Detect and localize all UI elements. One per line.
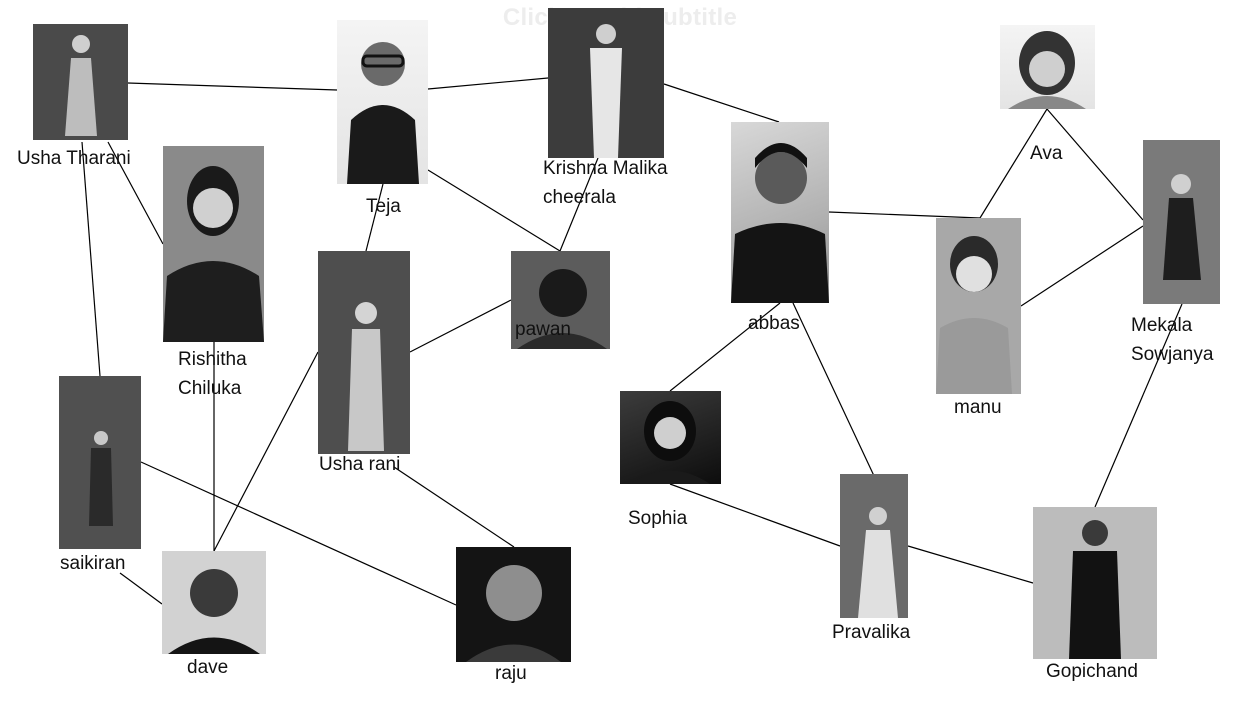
label-manu: manu xyxy=(954,393,1002,422)
connector-abbas-sophia[interactable] xyxy=(669,302,781,392)
person-silhouette-icon xyxy=(548,8,664,158)
label-sophia: Sophia xyxy=(628,504,687,533)
connector-manu-mekala[interactable] xyxy=(1020,225,1144,307)
person-silhouette-icon xyxy=(162,551,266,654)
connector-usha-tharani-rishitha[interactable] xyxy=(107,141,164,245)
photo-rishitha[interactable] xyxy=(163,146,264,342)
person-silhouette-icon xyxy=(318,251,410,454)
person-silhouette-icon xyxy=(731,143,829,303)
photo-raju[interactable] xyxy=(456,547,571,662)
photo-pravalika[interactable] xyxy=(840,474,908,618)
person-silhouette-icon xyxy=(163,146,264,342)
person-silhouette-icon xyxy=(1033,507,1157,659)
person-silhouette-icon xyxy=(456,547,571,662)
connector-saikiran-raju[interactable] xyxy=(140,461,457,606)
person-silhouette-icon xyxy=(630,401,710,484)
person-silhouette-icon xyxy=(59,376,141,549)
label-line: Sowjanya xyxy=(1131,344,1214,365)
connector-teja-krishna-malika[interactable] xyxy=(427,77,549,90)
label-line: Rishitha xyxy=(178,349,247,370)
label-pravalika: Pravalika xyxy=(832,618,910,647)
connector-abbas-pravalika[interactable] xyxy=(792,302,876,479)
photo-manu[interactable] xyxy=(936,218,1021,394)
label-line: dave xyxy=(187,657,229,678)
connector-sophia-pravalika[interactable] xyxy=(669,483,841,547)
photo-krishna-malika[interactable] xyxy=(548,8,664,158)
photo-usha-rani[interactable] xyxy=(318,251,410,454)
connector-usha-tharani-saikiran[interactable] xyxy=(81,141,101,377)
label-line: Chiluka xyxy=(178,378,242,399)
connector-saikiran-dave[interactable] xyxy=(119,572,163,605)
person-silhouette-icon xyxy=(511,251,610,349)
label-line: pawan xyxy=(515,319,571,340)
photo-sophia[interactable] xyxy=(620,391,721,484)
photo-teja[interactable] xyxy=(337,20,428,184)
connector-mekala-gopichand[interactable] xyxy=(1094,303,1183,508)
label-line: Pravalika xyxy=(832,622,911,643)
label-teja: Teja xyxy=(366,192,401,221)
person-silhouette-icon xyxy=(33,24,128,140)
connector-teja-usha-rani[interactable] xyxy=(365,183,384,252)
label-abbas: abbas xyxy=(748,309,800,338)
connector-usha-rani-raju[interactable] xyxy=(393,466,515,548)
connector-teja-pawan[interactable] xyxy=(427,169,561,252)
label-line: Ava xyxy=(1030,143,1063,164)
person-silhouette-icon xyxy=(840,474,908,618)
label-krishna-malika: Krishna Malika cheerala xyxy=(543,154,668,212)
connector-usha-tharani-teja[interactable] xyxy=(127,82,338,91)
photo-pawan[interactable] xyxy=(511,251,610,349)
label-line: saikiran xyxy=(60,553,126,574)
label-dave: dave xyxy=(187,653,228,682)
label-gopichand: Gopichand xyxy=(1046,657,1138,686)
connector-ava-mekala[interactable] xyxy=(1046,108,1144,221)
person-silhouette-icon xyxy=(1143,140,1220,304)
label-usha-rani: Usha rani xyxy=(319,450,400,479)
person-silhouette-icon xyxy=(1008,31,1086,109)
label-line: manu xyxy=(954,397,1002,418)
label-line: raju xyxy=(495,663,527,684)
photo-dave[interactable] xyxy=(162,551,266,654)
connector-abbas-manu[interactable] xyxy=(828,211,981,219)
label-line: Mekala xyxy=(1131,315,1193,336)
label-usha-tharani: Usha Tharani xyxy=(17,144,131,173)
connector-krishna-malika-abbas[interactable] xyxy=(663,83,780,123)
connector-pravalika-gopichand[interactable] xyxy=(907,545,1034,584)
connector-ava-manu[interactable] xyxy=(979,108,1048,219)
connector-usha-rani-pawan[interactable] xyxy=(409,299,512,353)
label-line: abbas xyxy=(748,313,800,334)
photo-saikiran[interactable] xyxy=(59,376,141,549)
connector-krishna-malika-pawan[interactable] xyxy=(559,157,599,252)
label-line: Sophia xyxy=(628,508,688,529)
label-line: Usha rani xyxy=(319,454,401,475)
person-silhouette-icon xyxy=(347,42,419,184)
label-saikiran: saikiran xyxy=(60,549,125,578)
label-ava: Ava xyxy=(1030,139,1062,168)
label-line: cheerala xyxy=(543,187,616,208)
label-pawan: pawan xyxy=(515,315,571,344)
photo-mekala[interactable] xyxy=(1143,140,1220,304)
label-line: Gopichand xyxy=(1046,661,1138,682)
label-line: Usha Tharani xyxy=(17,148,131,169)
photo-abbas[interactable] xyxy=(731,122,829,303)
label-line: Krishna Malika xyxy=(543,158,668,179)
photo-usha-tharani[interactable] xyxy=(33,24,128,140)
label-raju: raju xyxy=(495,659,527,688)
connector-usha-rani-dave[interactable] xyxy=(213,351,319,552)
photo-gopichand[interactable] xyxy=(1033,507,1157,659)
photo-ava[interactable] xyxy=(1000,25,1095,109)
person-silhouette-icon xyxy=(936,218,1021,394)
label-line: Teja xyxy=(366,196,401,217)
